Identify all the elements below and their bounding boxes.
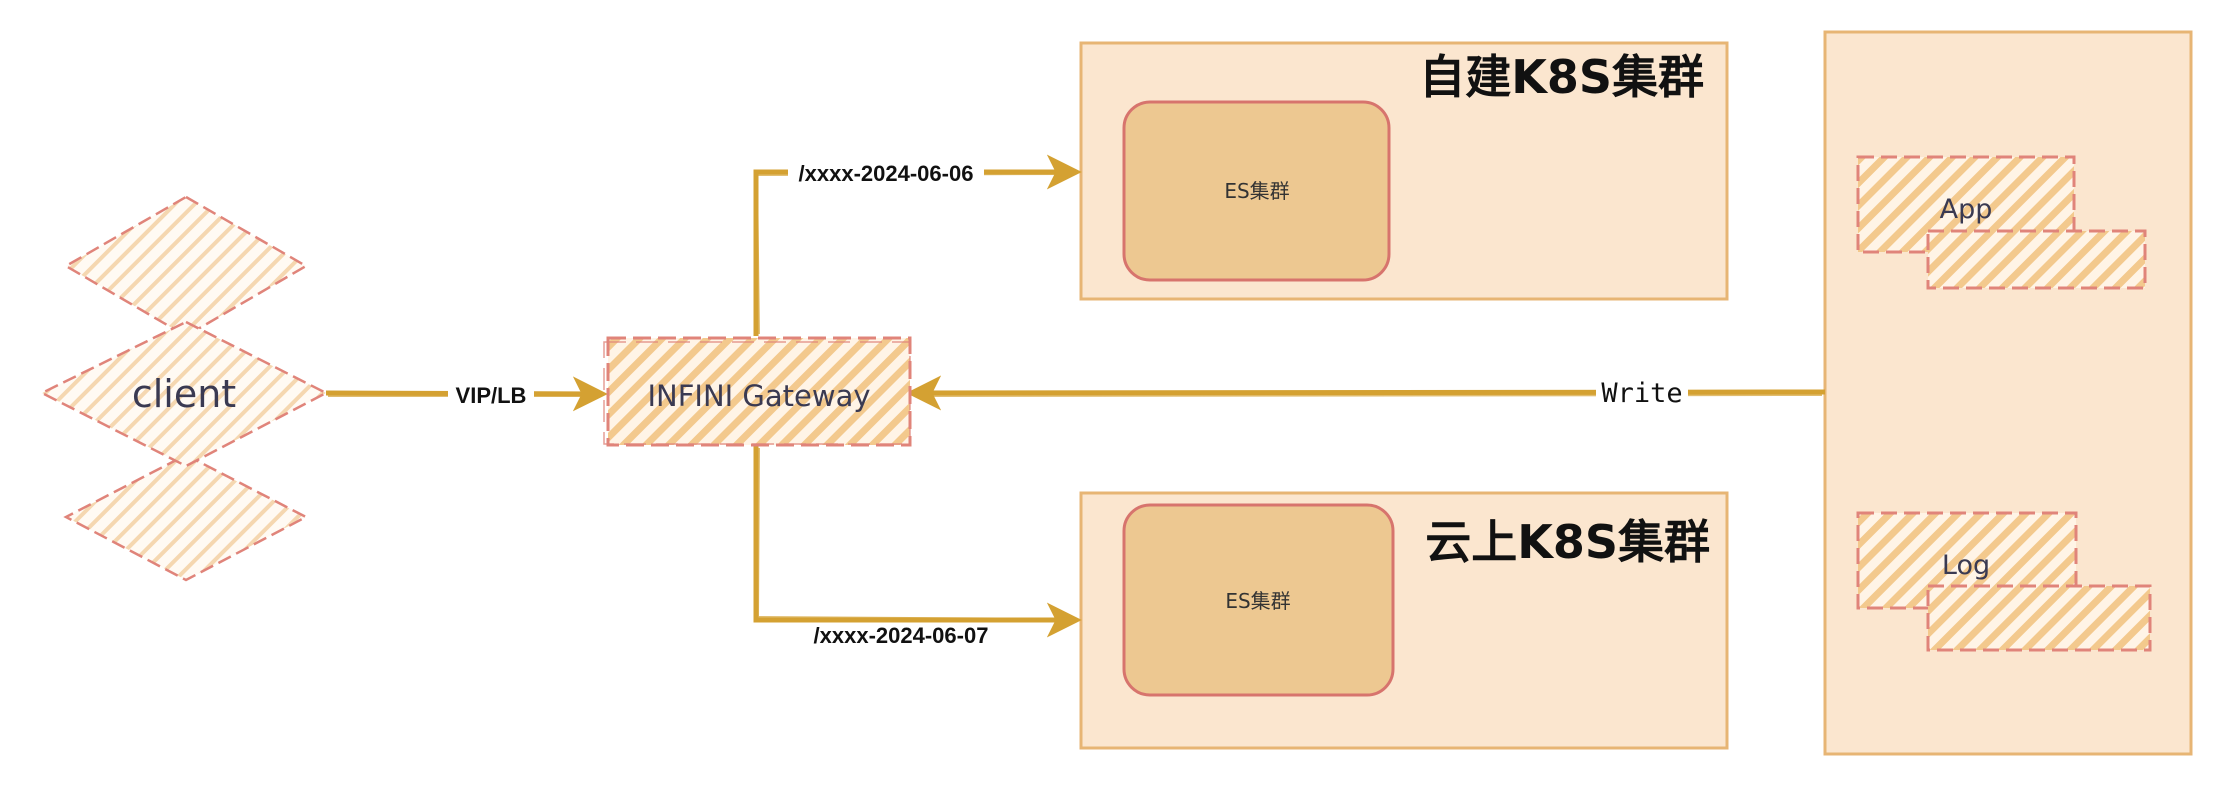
gateway-node[interactable]: INFINI Gateway bbox=[603, 336, 912, 447]
gateway-label: INFINI Gateway bbox=[647, 379, 870, 413]
edge-label-selfbuilt-route: /xxxx-2024-06-06 bbox=[799, 161, 974, 186]
app-source[interactable]: App bbox=[1856, 155, 2147, 290]
log-label: Log bbox=[1942, 550, 1990, 581]
selfbuilt-cluster-title: 自建K8S集群 bbox=[1419, 50, 1704, 104]
cloud-cluster-title: 云上K8S集群 bbox=[1425, 515, 1710, 569]
edge-gateway-to-selfbuilt bbox=[753, 154, 1082, 336]
app-label: App bbox=[1940, 194, 1993, 225]
selfbuilt-es-cluster[interactable]: ES集群 bbox=[1122, 100, 1391, 282]
edge-label-write: Write bbox=[1601, 378, 1682, 409]
edge-app-to-gateway bbox=[906, 375, 1826, 411]
edge-label-cloud-route: /xxxx-2024-06-07 bbox=[814, 623, 989, 648]
cloud-es-label: ES集群 bbox=[1225, 589, 1290, 613]
log-source[interactable]: Log bbox=[1856, 511, 2152, 652]
client-node[interactable]: client bbox=[39, 195, 329, 582]
edge-label-vip-lb: VIP/LB bbox=[456, 383, 527, 408]
selfbuilt-k8s-cluster[interactable]: 自建K8S集群 ES集群 bbox=[1079, 41, 1729, 301]
cloud-k8s-cluster[interactable]: 云上K8S集群 ES集群 bbox=[1079, 491, 1729, 750]
cloud-es-cluster[interactable]: ES集群 bbox=[1122, 503, 1395, 697]
edge-gateway-to-cloud bbox=[753, 446, 1082, 638]
client-label: client bbox=[132, 372, 236, 416]
selfbuilt-es-label: ES集群 bbox=[1224, 179, 1289, 203]
